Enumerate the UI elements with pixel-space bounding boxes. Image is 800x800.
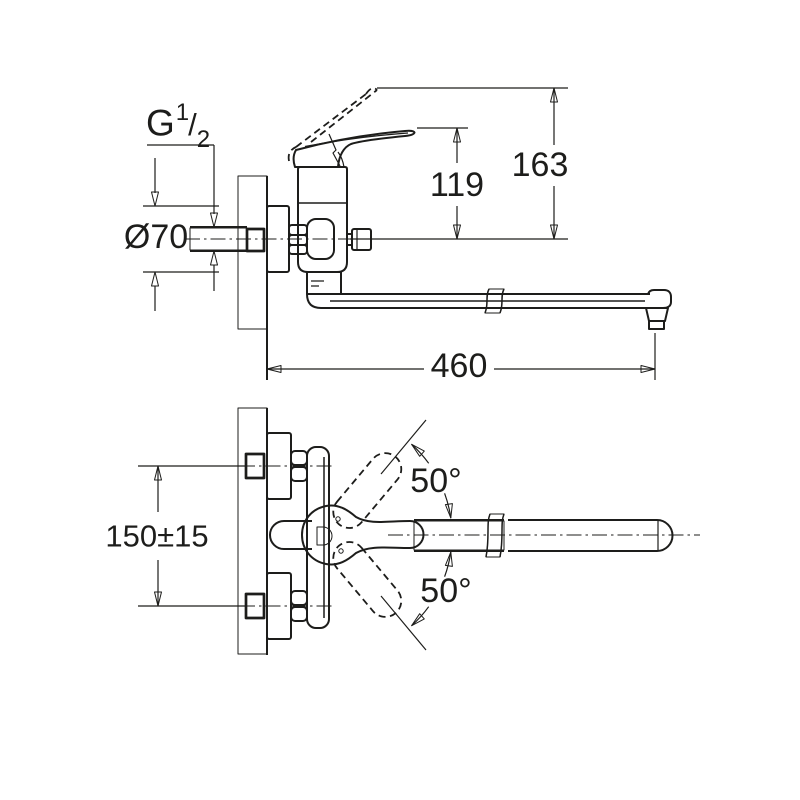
square-union-nut <box>245 227 266 253</box>
dimension-total-height <box>377 87 568 240</box>
lever-handle-raised <box>287 87 378 162</box>
upper-swivel-angle-label: 50° <box>410 462 462 500</box>
dimension-swivel-lower <box>380 551 453 651</box>
handle-plan-view <box>301 504 425 566</box>
wall-hatching <box>237 175 268 380</box>
dimension-spout-height <box>417 127 468 240</box>
spout-nut-plan <box>269 520 312 550</box>
body-plate <box>306 446 330 629</box>
extension-lines <box>138 465 246 607</box>
escutcheon-diameter-label: Ø70 <box>123 218 189 256</box>
break-symbol-plan <box>485 513 505 558</box>
thread-numerator: 1 <box>175 99 190 126</box>
thread-size-label: G1/2 <box>146 101 210 152</box>
spout-union-block <box>306 271 342 295</box>
lever-handle <box>292 129 416 168</box>
break-symbol <box>484 288 505 314</box>
lower-swivel-angle-label: 50° <box>420 572 472 610</box>
dimension-thread <box>147 144 218 291</box>
spout-side-view <box>306 288 672 330</box>
spout-height-dimension-label: 119 <box>429 166 485 204</box>
supply-pipe <box>189 226 266 253</box>
spout-reach-dimension-label: 460 <box>430 347 488 385</box>
handle-logo-mark <box>316 526 333 546</box>
connection-distance-dimension-label: 150±15 <box>105 518 209 554</box>
dimension-connection-distance <box>154 465 162 607</box>
thread-separator: / <box>188 107 197 143</box>
total-height-dimension-label: 163 <box>511 146 569 184</box>
connection-centerlines <box>240 465 335 607</box>
spout-plan-view <box>413 513 674 558</box>
spout-outlet <box>645 289 672 330</box>
side-view <box>143 87 672 380</box>
plan-view <box>138 407 700 655</box>
aerator <box>648 320 665 330</box>
thread-denominator: 2 <box>196 125 211 153</box>
thread-prefix: G <box>146 102 175 144</box>
faucet-body <box>297 166 372 295</box>
dimension-escutcheon-diameter <box>143 158 219 311</box>
dimension-spout-reach <box>266 333 656 380</box>
dimension-swivel-upper <box>380 419 453 519</box>
